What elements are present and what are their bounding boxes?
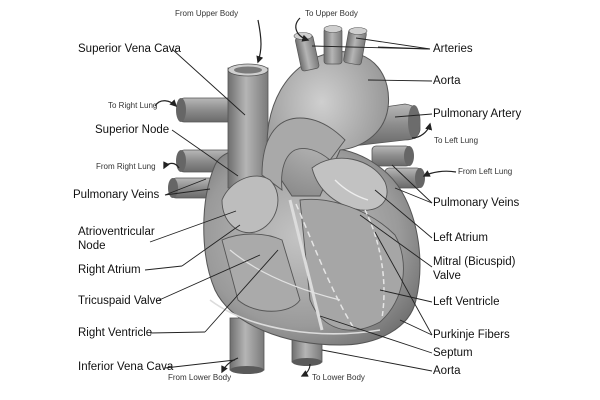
label-pulmonary-artery: Pulmonary Artery xyxy=(433,108,522,120)
arch-arteries xyxy=(293,25,368,72)
leader-lines-left xyxy=(144,48,279,369)
label-atrioventricular-node: Node xyxy=(78,240,106,252)
label-aorta-top: Aorta xyxy=(433,75,461,87)
label-right-atrium: Right Atrium xyxy=(78,264,141,276)
label-purkinje-fibers: Purkinje Fibers xyxy=(433,329,510,341)
flow-to-upper-body: To Upper Body xyxy=(305,9,358,18)
label-superior-vena-cava: Superior Vena Cava xyxy=(78,43,181,55)
leader-lines-right xyxy=(311,37,433,372)
flow-arrows xyxy=(154,17,457,377)
heart-interior xyxy=(209,157,404,335)
label-arteries: Arteries xyxy=(433,43,473,55)
label-pulmonary-veins-left: Pulmonary Veins xyxy=(73,189,160,201)
flow-from-lower-body: From Lower Body xyxy=(168,373,232,382)
label-mitral-valve-2: Valve xyxy=(433,270,461,282)
flow-from-left-lung: From Left Lung xyxy=(458,167,513,176)
flow-to-left-lung: To Left Lung xyxy=(434,136,479,145)
label-right-ventricle: Right Ventricle xyxy=(78,327,153,339)
label-septum: Septum xyxy=(433,347,473,359)
label-superior-node: Superior Node xyxy=(95,124,170,136)
flow-from-right-lung: From Right Lung xyxy=(96,162,156,171)
label-inferior-vena-cava: Inferior Vena Cava xyxy=(78,361,174,373)
label-tricuspid-valve: Tricuspaid Valve xyxy=(78,295,162,307)
flow-from-upper-body: From Upper Body xyxy=(175,9,239,18)
label-aorta-bottom: Aorta xyxy=(433,365,461,377)
label-atrioventricular: Atrioventricular xyxy=(78,226,155,238)
label-mitral-valve: Mitral (Bicuspid) xyxy=(433,256,516,268)
label-left-ventricle: Left Ventricle xyxy=(433,296,500,308)
superior-vena-cava xyxy=(227,63,269,189)
aortic-arch xyxy=(266,51,390,197)
label-pulmonary-veins-right: Pulmonary Veins xyxy=(433,197,520,209)
pulmonary-trunk xyxy=(261,117,346,191)
label-left-atrium: Left Atrium xyxy=(433,232,488,244)
left-pulmonary-veins xyxy=(371,145,425,189)
flow-to-right-lung: To Right Lung xyxy=(108,101,158,110)
flow-to-lower-body: To Lower Body xyxy=(312,373,365,382)
